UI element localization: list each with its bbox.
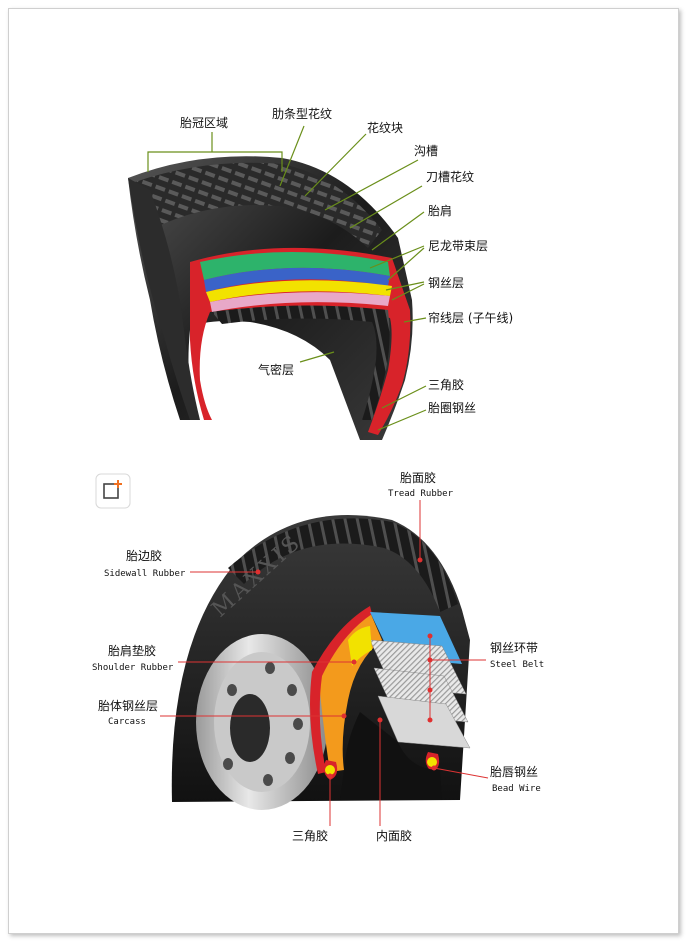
label-inner-cn: 内面胶 <box>376 828 412 843</box>
label-tread-cn: 胎面胶 <box>400 470 436 485</box>
label-belt-en: Steel Belt <box>490 660 544 670</box>
add-image-icon[interactable] <box>95 473 131 509</box>
bottom-yellow-layer <box>348 626 372 666</box>
label-carcass-cn: 胎体钢丝层 <box>98 699 158 713</box>
top-green-layer <box>200 252 390 280</box>
top-inner-liner <box>212 305 390 420</box>
label-liner: 气密层 <box>258 362 294 377</box>
label-ply: 帘线层 (子午线) <box>428 310 513 325</box>
label-carcass-en: Carcass <box>108 717 146 727</box>
label-bead-cn: 胎唇钢丝 <box>490 765 538 779</box>
top-pink-layer <box>210 292 390 312</box>
top-tire-cutaway <box>128 132 413 440</box>
bottom-tire-cutaway: MAXXIS <box>171 515 471 810</box>
crown-bracket <box>147 151 283 172</box>
bottom-tread-pattern <box>228 518 458 612</box>
top-tread-pattern <box>135 162 382 248</box>
bottom-belt-3 <box>377 695 471 749</box>
bottom-leader-lines <box>160 500 489 826</box>
top-yellow-layer <box>206 280 392 302</box>
rim-lug-holes <box>223 662 303 786</box>
top-labels: 胎冠区域 肋条型花纹 花纹块 沟槽 刀槽花纹 胎肩 尼龙带束层 钢丝层 帘线层 … <box>180 106 513 415</box>
label-belt-cn: 钢丝环带 <box>490 641 538 655</box>
label-steel: 钢丝层 <box>428 276 464 290</box>
label-sidewall-en: Sidewall Rubber <box>104 569 186 579</box>
label-tread-en: Tread Rubber <box>388 489 454 499</box>
label-apex-cn: 三角胶 <box>292 828 328 843</box>
top-leader-lines <box>279 125 427 431</box>
label-shoulder-en: Shoulder Rubber <box>92 663 174 673</box>
label-apex: 三角胶 <box>428 377 464 392</box>
bottom-labels: 胎面胶 Tread Rubber 胎边胶 Sidewall Rubber 胎肩垫… <box>92 470 544 843</box>
label-block: 花纹块 <box>367 120 403 135</box>
label-shoulder-cn: 胎肩垫胶 <box>108 643 156 658</box>
top-sidewall <box>128 178 200 420</box>
label-groove: 沟槽 <box>414 144 438 158</box>
label-shoulder: 胎肩 <box>428 203 452 218</box>
label-sipe: 刀槽花纹 <box>426 169 474 184</box>
label-nylon: 尼龙带束层 <box>428 239 488 253</box>
bottom-inner-cavity <box>340 712 442 800</box>
top-blue-layer <box>204 267 390 292</box>
bottom-red-layer <box>310 606 372 774</box>
rim-hub <box>230 694 270 762</box>
label-bead-en: Bead Wire <box>492 784 541 794</box>
label-sidewall-cn: 胎边胶 <box>126 548 162 563</box>
label-bead: 胎圈钢丝 <box>428 401 476 415</box>
label-crown: 胎冠区域 <box>180 116 228 130</box>
label-rib: 肋条型花纹 <box>272 106 332 121</box>
